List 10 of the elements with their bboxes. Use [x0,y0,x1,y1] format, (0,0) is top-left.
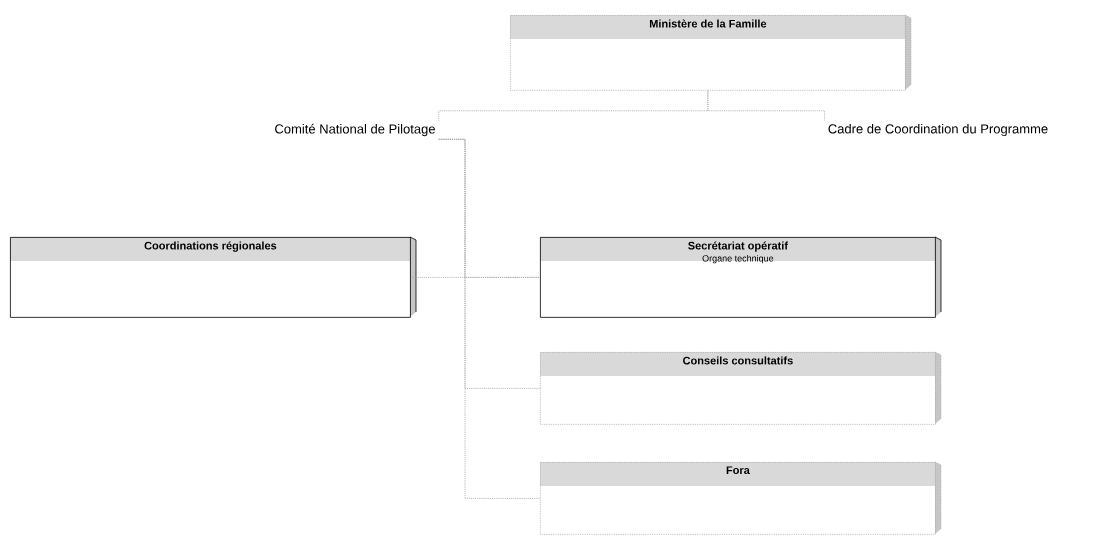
org-label: Cadre de Coordination du Programme [828,123,1048,137]
connector [438,138,541,499]
org-box: Secrétariat opératif Organe technique [540,236,942,318]
connector [410,276,541,278]
connector [707,90,826,122]
org-box: Ministère de la Famille [510,14,912,91]
org-box: Conseils consultatifs [540,351,942,425]
org-label: Comité National de Pilotage [275,123,435,137]
org-box: Coordinations régionales [10,236,417,318]
org-box: Fora [540,461,942,535]
